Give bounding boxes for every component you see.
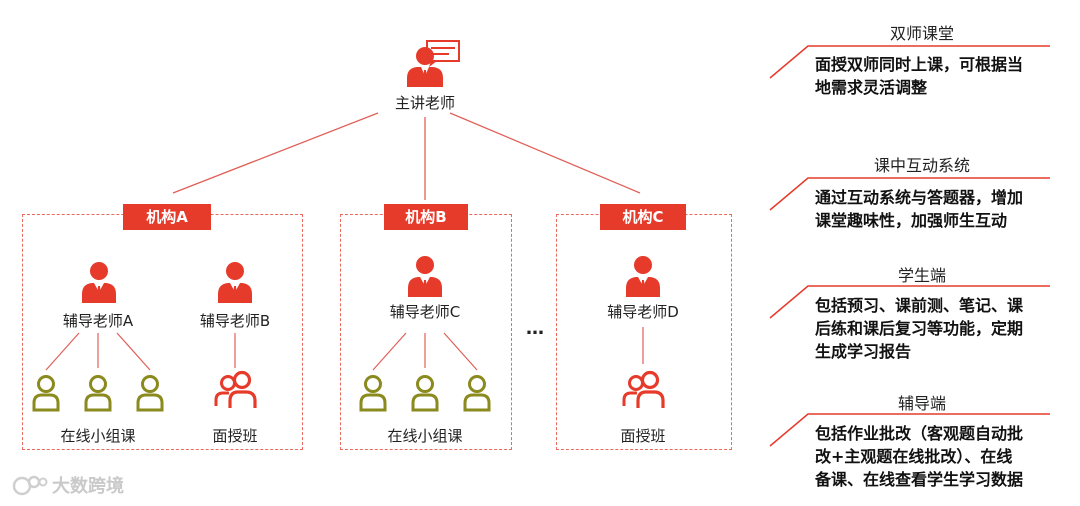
more-orgs-ellipsis: … [526, 318, 544, 339]
org-box-a [22, 214, 303, 450]
connector-main-a [172, 112, 379, 194]
student-icon [359, 375, 387, 412]
student-icon [411, 375, 439, 412]
feature-desc-dual-teacher: 面授双师同时上课，可根据当 地需求灵活调整 [815, 55, 1024, 97]
tutor-c-icon [408, 256, 442, 297]
tutor-b-label: 辅导老师B [199, 312, 271, 330]
feature-title-student: 学生端 [897, 266, 946, 285]
feature-desc-interaction: 通过互动系统与答题器，增加 课堂趣味性，加强师生互动 [815, 188, 1024, 230]
student-icon [32, 375, 60, 412]
class-label-offline-c: 面授班 [620, 427, 666, 445]
watermark-logo-icon [12, 475, 48, 496]
feature-desc-student: 包括预习、课前测、笔记、课 后练和课后复习等功能，定期 生成学习报告 [815, 296, 1024, 361]
org-tag-c: 机构C [600, 204, 686, 230]
connector-tutor-a-s3 [116, 332, 151, 371]
tutor-d-icon [626, 256, 660, 297]
feature-title-dual-teacher: 双师课堂 [889, 24, 954, 43]
main-teacher-icon [407, 40, 460, 87]
connector-tutor-c-s1 [372, 332, 407, 371]
class-label-online-b: 在线小组课 [387, 427, 463, 445]
tutor-d-label: 辅导老师D [607, 303, 679, 321]
connector-main-c [449, 112, 641, 194]
side-divider-3 [769, 285, 1050, 319]
class-label-offline-a: 面授班 [212, 427, 258, 445]
org-tag-b: 机构B [384, 204, 468, 230]
tutor-a-icon [82, 262, 116, 303]
org-tag-a: 机构A [123, 204, 211, 230]
main-teacher-label: 主讲老师 [394, 94, 455, 112]
student-icon [136, 375, 164, 412]
tutor-b-icon [218, 262, 252, 303]
side-divider-2 [769, 177, 1050, 211]
watermark-text: 大数跨境 [52, 476, 124, 497]
connector-tutor-c-s3 [443, 332, 478, 371]
tutor-a-label: 辅导老师A [62, 312, 134, 330]
class-label-online-a: 在线小组课 [60, 427, 136, 445]
org-box-b [340, 214, 512, 450]
student-icon [84, 375, 112, 412]
org-box-c [556, 214, 732, 450]
side-divider-4 [769, 413, 1050, 447]
feature-title-interaction: 课中互动系统 [873, 156, 970, 175]
tutor-c-label: 辅导老师C [389, 303, 461, 321]
feature-title-tutor: 辅导端 [897, 394, 946, 413]
connector-tutor-a-s1 [45, 332, 80, 371]
feature-desc-tutor: 包括作业批改（客观题自动批 改+主观题在线批改）、在线 备课、在线查看学生学习数… [815, 424, 1024, 489]
student-icon [463, 375, 491, 412]
group-icon [214, 370, 257, 408]
side-divider-1 [769, 45, 1050, 79]
group-icon [622, 370, 665, 408]
